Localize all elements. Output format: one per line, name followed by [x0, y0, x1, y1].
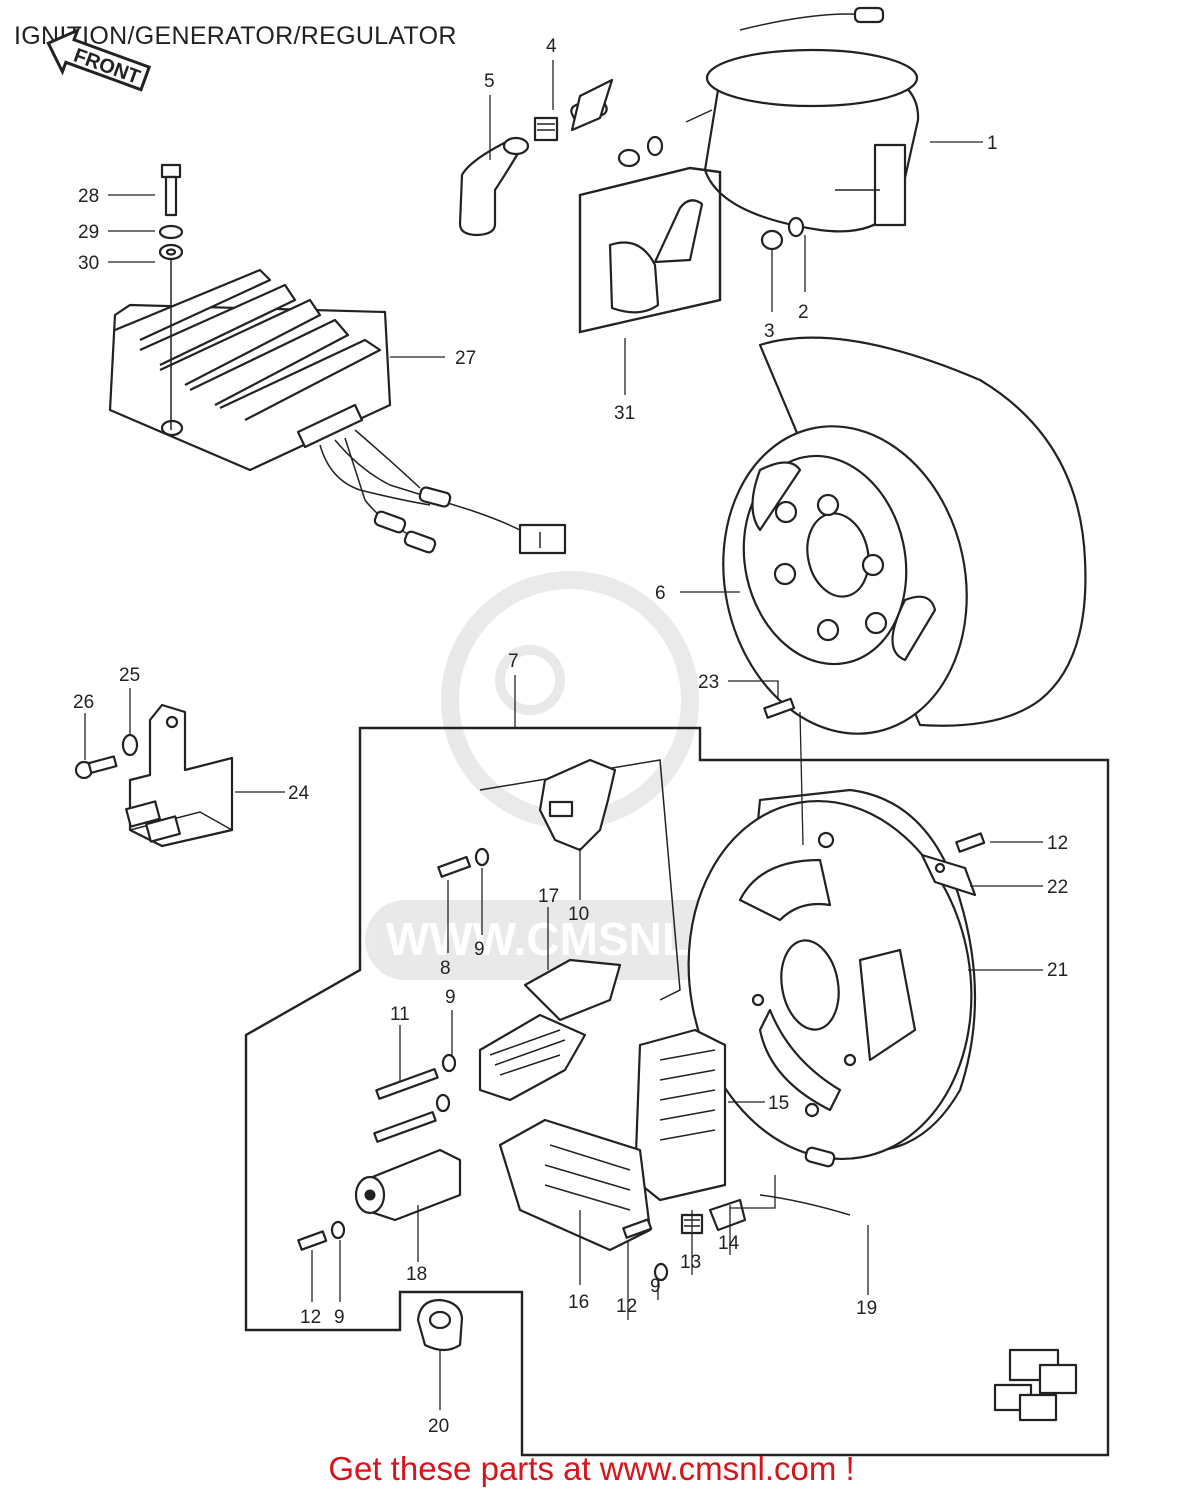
lock-washer[interactable]: [158, 224, 184, 240]
nut[interactable]: [617, 148, 784, 251]
callout-16: 16: [568, 1292, 589, 1313]
stator-kit-outline: [244, 726, 1110, 1457]
callout-4: 4: [546, 36, 557, 57]
condenser[interactable]: [354, 1148, 462, 1222]
washer[interactable]: [330, 847, 669, 1282]
callout-13: 13: [680, 1252, 701, 1273]
callout-30: 30: [78, 253, 99, 274]
spring-terminal[interactable]: [533, 116, 559, 142]
callout-27: 27: [455, 348, 476, 369]
callout-22: 22: [1047, 877, 1068, 898]
callout-9-b: 9: [445, 987, 456, 1008]
exciter-coil[interactable]: [478, 958, 622, 1102]
pickup-coil[interactable]: [538, 758, 617, 852]
spark-plug-cap-alt[interactable]: [578, 166, 722, 334]
ignition-coil[interactable]: [573, 6, 920, 233]
wiring-harness[interactable]: [759, 1146, 1078, 1422]
callout-11: 11: [390, 1004, 410, 1025]
charging-coil[interactable]: [498, 1028, 727, 1252]
grommet[interactable]: [416, 1298, 464, 1352]
stator-plate[interactable]: [661, 778, 999, 1181]
callout-7: 7: [508, 651, 519, 672]
callout-28: 28: [78, 186, 99, 207]
callout-24: 24: [288, 783, 310, 804]
callout-31: 31: [614, 403, 635, 424]
callout-3: 3: [764, 321, 775, 342]
screw[interactable]: [297, 697, 986, 1251]
brush-holder[interactable]: [708, 1198, 747, 1232]
callout-9: 9: [474, 939, 485, 960]
callout-2: 2: [798, 302, 809, 323]
bolt[interactable]: [160, 163, 182, 217]
callout-26: 26: [73, 692, 94, 713]
washer[interactable]: [646, 135, 805, 238]
callout-labels: 1 2 3 4 5 6 7 8 9 10 11 12 13 14 15 16 1…: [73, 36, 1068, 1437]
callout-9-c: 9: [334, 1307, 345, 1328]
callout-21: 21: [1047, 960, 1068, 981]
relay[interactable]: [125, 703, 234, 848]
callout-23: 23: [698, 672, 719, 693]
screw[interactable]: [74, 755, 118, 780]
callout-25: 25: [119, 665, 140, 686]
callout-5: 5: [484, 71, 495, 92]
callout-12-b: 12: [300, 1307, 321, 1328]
front-arrow-icon: FRONT: [46, 27, 152, 92]
leader-lines: [84, 60, 1043, 1410]
regulator-rectifier[interactable]: [108, 268, 567, 555]
callout-6: 6: [655, 583, 666, 604]
footer-link[interactable]: Get these parts at www.cmsnl.com !: [328, 1450, 855, 1487]
hose-clip[interactable]: [569, 78, 614, 132]
callout-12-c: 12: [616, 1296, 637, 1317]
callout-20: 20: [428, 1416, 449, 1437]
callout-8: 8: [440, 958, 451, 979]
callout-14: 14: [718, 1233, 740, 1254]
callout-17: 17: [538, 886, 559, 907]
callout-1: 1: [987, 133, 998, 154]
callout-12: 12: [1047, 833, 1068, 854]
bracket[interactable]: [920, 853, 977, 897]
callout-15: 15: [768, 1093, 789, 1114]
washer[interactable]: [121, 733, 139, 757]
callout-18: 18: [406, 1264, 427, 1285]
callout-19: 19: [856, 1298, 877, 1319]
callout-10: 10: [568, 904, 589, 925]
callout-9-d: 9: [650, 1276, 661, 1297]
flat-washer[interactable]: [158, 243, 184, 261]
callout-29: 29: [78, 222, 99, 243]
rotor[interactable]: [695, 336, 1087, 757]
spark-plug-cap[interactable]: [458, 136, 530, 237]
